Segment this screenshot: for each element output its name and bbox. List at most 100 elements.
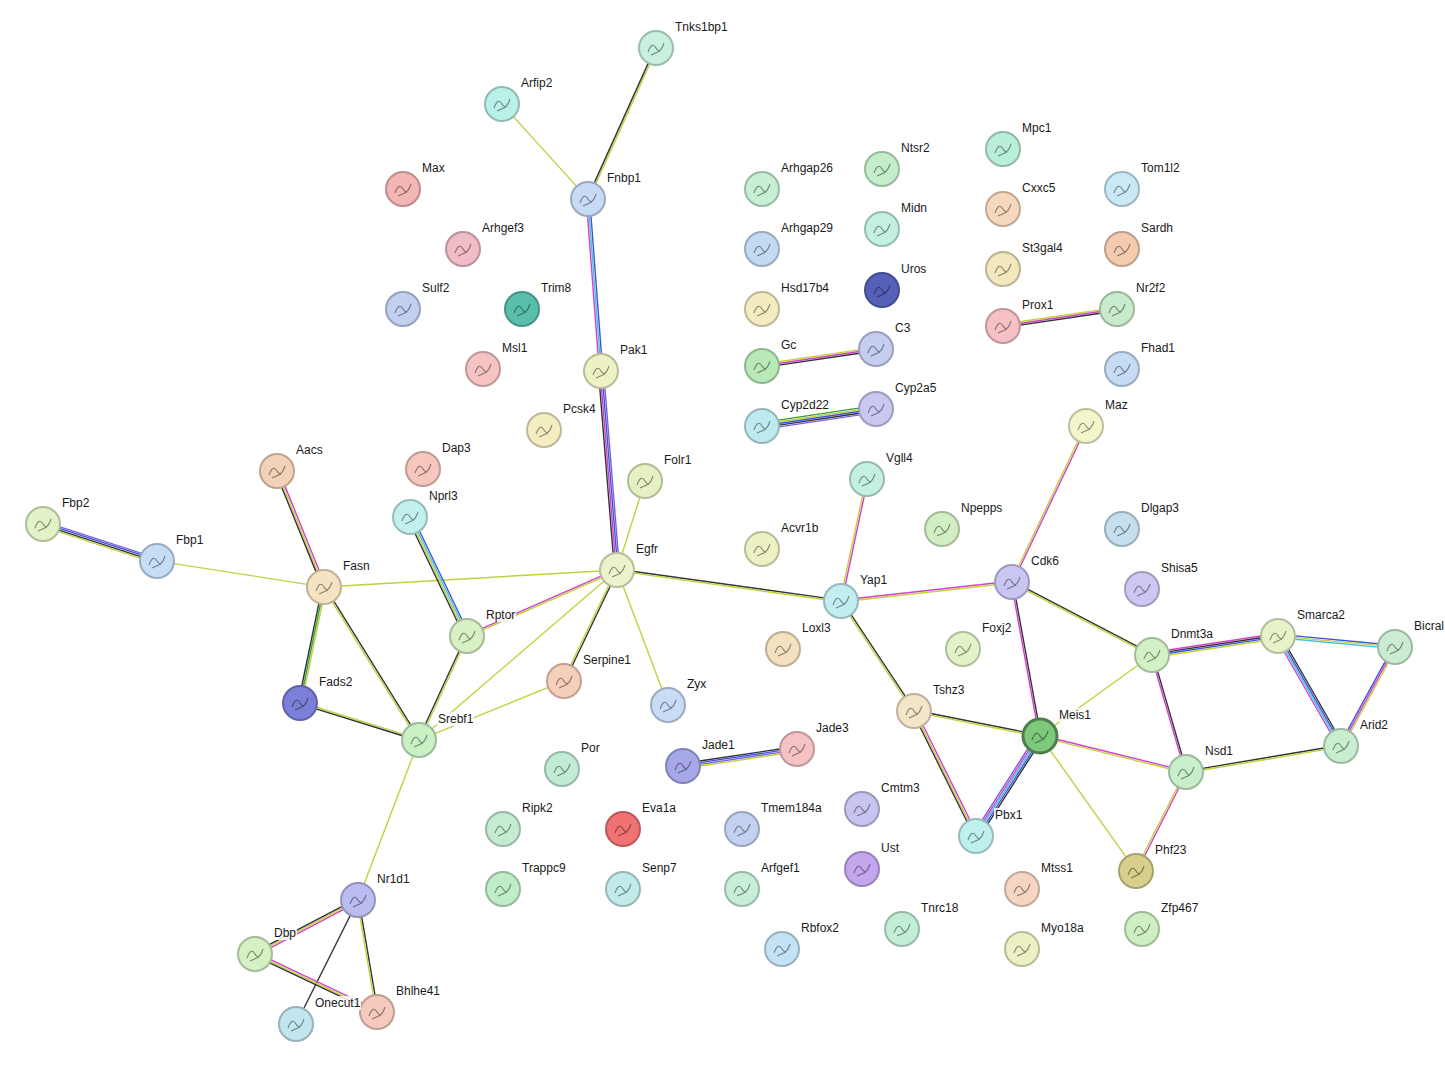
node-circle-graphic [744, 231, 780, 267]
protein-node: Tom1l2 [1104, 171, 1140, 207]
protein-node: Aacs [259, 453, 295, 489]
evidence-line [850, 616, 904, 698]
protein-structure-icon [995, 264, 1011, 276]
protein-node: Sulf2 [385, 291, 421, 327]
node-circle-graphic [994, 564, 1030, 600]
node-circle-graphic [546, 663, 582, 699]
protein-node: Dlgap3 [1104, 511, 1140, 547]
protein-node: Rbfox2 [764, 931, 800, 967]
protein-node: Por [544, 751, 580, 787]
node-label: Fbp2 [61, 496, 90, 510]
protein-node: Ust [844, 851, 880, 887]
node-circle-graphic [465, 351, 501, 387]
interaction-edge [282, 486, 319, 572]
protein-node: St3gal4 [985, 251, 1021, 287]
node-label: Rptor [485, 608, 516, 622]
node-circle [505, 292, 539, 326]
evidence-line [1050, 750, 1126, 857]
interaction-edge [982, 748, 1033, 823]
protein-node: Uros [864, 272, 900, 308]
evidence-line [332, 602, 409, 726]
node-circle-graphic [823, 583, 859, 619]
node-circle [279, 1007, 313, 1041]
protein-structure-icon [514, 304, 530, 316]
protein-structure-icon [754, 361, 770, 373]
interaction-edge [623, 586, 662, 689]
protein-structure-icon [1114, 184, 1130, 196]
node-label: Fads2 [318, 675, 353, 689]
node-circle-graphic [1168, 754, 1204, 790]
node-circle [725, 812, 759, 846]
protein-structure-icon [350, 895, 366, 907]
node-circle-graphic [484, 86, 520, 122]
protein-node: Yap1 [823, 583, 859, 619]
node-circle [986, 309, 1020, 343]
protein-node: Eva1a [605, 811, 641, 847]
node-label: C3 [894, 321, 911, 335]
evidence-line [282, 487, 316, 571]
node-circle-graphic [405, 451, 441, 487]
node-circle [450, 619, 484, 653]
node-label: Aacs [295, 443, 324, 457]
protein-node: Dnmt3a [1134, 637, 1170, 673]
node-circle-graphic [844, 851, 880, 887]
interaction-edge [920, 725, 970, 821]
interaction-edge [594, 63, 650, 184]
protein-structure-icon [660, 700, 676, 712]
node-circle-graphic [744, 348, 780, 384]
protein-node: Phf23 [1118, 853, 1154, 889]
evidence-line [779, 353, 859, 365]
protein-node: Midn [864, 211, 900, 247]
interaction-edge [1054, 665, 1138, 726]
evidence-line [634, 573, 824, 599]
evidence-line [302, 603, 319, 686]
protein-structure-icon [1270, 631, 1286, 643]
node-circle [745, 409, 779, 443]
node-circle [584, 354, 618, 388]
node-circle-graphic [844, 791, 880, 827]
evidence-line [700, 751, 780, 763]
protein-node: Fnbp1 [570, 181, 606, 217]
evidence-line [603, 388, 616, 553]
node-circle [745, 172, 779, 206]
node-circle [600, 553, 634, 587]
node-circle-graphic [544, 751, 580, 787]
evidence-line [1351, 663, 1389, 732]
protein-structure-icon [968, 831, 984, 843]
node-circle-graphic [864, 211, 900, 247]
node-circle [986, 192, 1020, 226]
node-label: Arhgap29 [780, 221, 834, 235]
node-circle-graphic [1022, 718, 1058, 754]
protein-structure-icon [459, 631, 475, 643]
node-circle [925, 512, 959, 546]
evidence-line [922, 726, 969, 821]
node-circle-graphic [1260, 618, 1296, 654]
protein-structure-icon [734, 884, 750, 896]
node-label: Ust [880, 841, 900, 855]
protein-node: C3 [858, 331, 894, 367]
evidence-line [316, 707, 403, 734]
evidence-line [1284, 652, 1330, 732]
evidence-line [1027, 589, 1137, 646]
node-circle-graphic [1004, 931, 1040, 967]
protein-node: Acvr1b [744, 531, 780, 567]
interaction-edge [415, 531, 462, 622]
node-label: Dlgap3 [1140, 501, 1180, 515]
protein-structure-icon [149, 556, 165, 568]
protein-node: Cxxc5 [985, 191, 1021, 227]
node-circle-graphic [1104, 171, 1140, 207]
protein-structure-icon [754, 421, 770, 433]
evidence-line [1287, 650, 1333, 730]
node-circle [639, 31, 673, 65]
protein-structure-icon [789, 744, 805, 756]
interaction-edge [1348, 661, 1389, 732]
node-label: Rbfox2 [800, 921, 840, 935]
protein-structure-icon [615, 884, 631, 896]
evidence-line [417, 533, 459, 621]
node-circle [885, 912, 919, 946]
node-label: St3gal4 [1021, 241, 1064, 255]
protein-node: Srebf1 [401, 722, 437, 758]
evidence-line [1057, 739, 1170, 767]
node-label: Acvr1b [780, 521, 819, 535]
